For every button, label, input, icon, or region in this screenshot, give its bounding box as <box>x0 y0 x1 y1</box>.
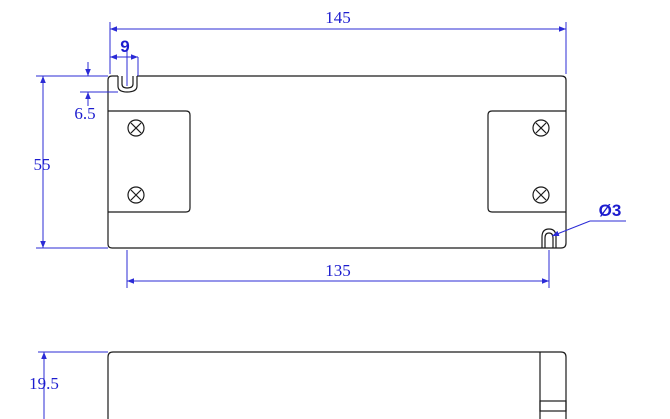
screw-icon <box>127 119 145 137</box>
dim-height-label: 19.5 <box>29 374 59 393</box>
left-mount-plate <box>108 110 191 213</box>
side-view: 19.5 <box>29 351 567 419</box>
dim-total-length-label: 145 <box>325 8 351 27</box>
dim-hole-diameter-label: Ø3 <box>599 201 622 220</box>
dim-hole-spacing: 135 <box>126 250 550 288</box>
left-notch <box>121 76 134 89</box>
right-mount-plate <box>487 110 566 213</box>
right-mount-hole <box>541 228 557 248</box>
dim-notch-offset: 9 <box>110 37 139 86</box>
dim-hole-diameter: Ø3 <box>551 201 626 237</box>
dim-hole-spacing-label: 135 <box>325 261 351 280</box>
right-mount-hole-inner <box>544 232 554 248</box>
dim-notch-depth-label: 6.5 <box>74 104 95 123</box>
screw-icon <box>532 119 550 137</box>
side-endcap-tab <box>539 400 567 412</box>
dim-height: 19.5 <box>29 351 108 419</box>
dim-notch-depth: 6.5 <box>74 62 118 123</box>
screw-icon <box>532 186 550 204</box>
side-body-outline <box>107 351 567 419</box>
dim-width-label: 55 <box>34 155 51 174</box>
dim-total-length: 145 <box>109 8 567 74</box>
screw-icon <box>127 186 145 204</box>
body-outline <box>107 75 567 249</box>
dim-notch-offset-label: 9 <box>120 37 129 56</box>
top-view: 145 9 6.5 55 1 <box>34 8 626 288</box>
dim-width: 55 <box>34 75 108 249</box>
